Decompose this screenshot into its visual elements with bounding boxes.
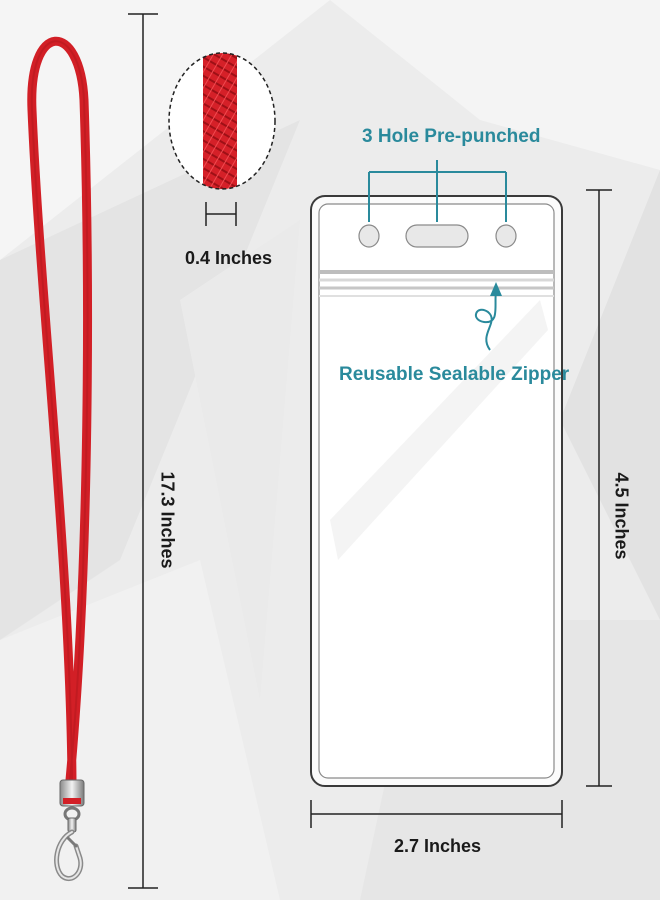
zipper-track: [319, 270, 554, 297]
strap-width-dimension: [205, 202, 237, 226]
zipper-callout-arrow: [474, 282, 502, 351]
lanyard-length-label: 17.3 Inches: [157, 471, 178, 569]
lanyard-length-dimension: [128, 13, 158, 889]
holes-callout: [368, 160, 507, 222]
strap-width-label: 0.4 Inches: [185, 248, 273, 268]
pouch-width-dimension: [310, 800, 563, 828]
lanyard: [27, 36, 92, 882]
pouch-width-label: 2.7 Inches: [394, 836, 482, 856]
punch-hole-left: [358, 224, 380, 248]
zipper-label: Reusable Sealable Zipper: [339, 364, 570, 385]
swivel-hook: [54, 806, 84, 882]
holes-label: 3 Hole Pre-punched: [362, 126, 541, 147]
strap-closeup: [168, 52, 276, 190]
pouch-height-label: 4.5 Inches: [611, 472, 632, 560]
pouch-height-dimension: [586, 189, 612, 787]
punch-hole-center: [405, 224, 469, 248]
punch-hole-right: [495, 224, 517, 248]
badge-pouch: [310, 195, 563, 787]
